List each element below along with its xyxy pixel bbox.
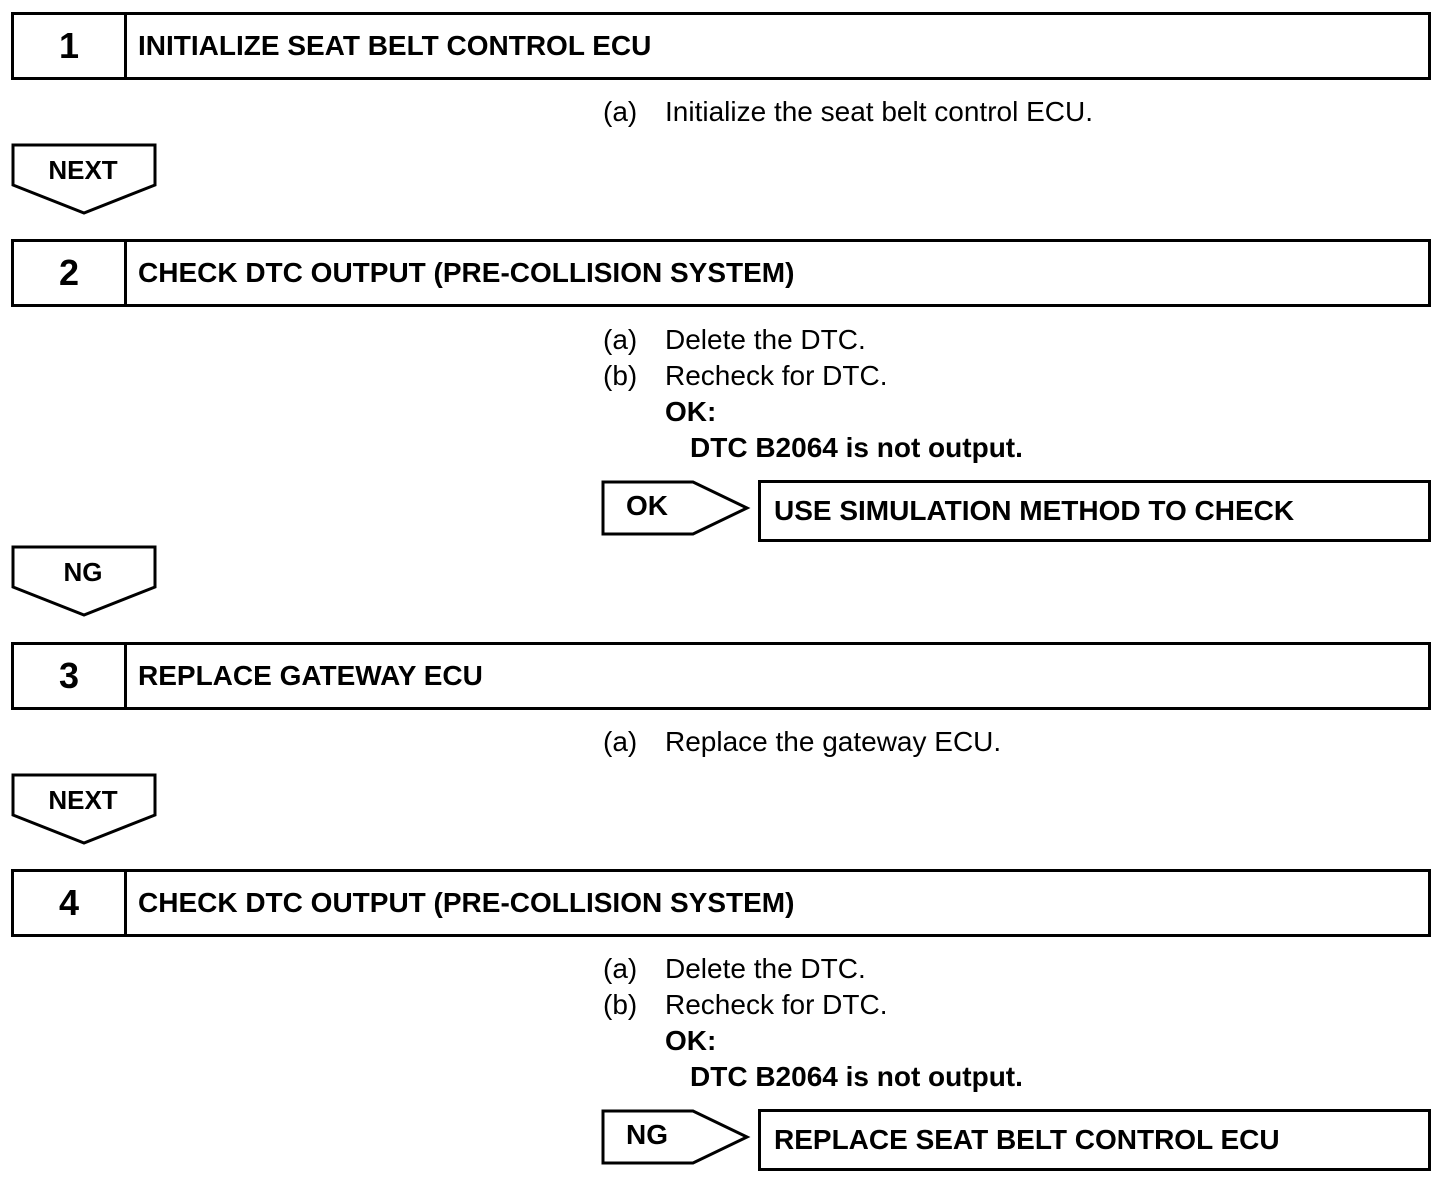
instruction-label: (a)	[603, 96, 638, 127]
instruction-text: Initialize the seat belt control ECU.	[665, 96, 1093, 127]
flow-next-marker-2: NEXT	[11, 773, 158, 847]
flow-label: NEXT	[48, 155, 118, 185]
instruction-text: Delete the DTC.	[665, 324, 866, 355]
step-3-header: 3 REPLACE GATEWAY ECU	[11, 642, 1431, 710]
branch-condition: NG	[626, 1119, 668, 1150]
instruction-line: (a) Delete the DTC.	[603, 322, 866, 358]
step-4-header: 4 CHECK DTC OUTPUT (PRE-COLLISION SYSTEM…	[11, 869, 1431, 937]
step-title: CHECK DTC OUTPUT (PRE-COLLISION SYSTEM)	[138, 257, 795, 288]
step-title: INITIALIZE SEAT BELT CONTROL ECU	[138, 30, 652, 61]
step-1-header: 1 INITIALIZE SEAT BELT CONTROL ECU	[11, 12, 1431, 80]
instruction-text: Replace the gateway ECU.	[665, 726, 1002, 757]
instruction-line: (a) Replace the gateway ECU.	[603, 724, 1001, 760]
pentagon-arrow-icon	[11, 773, 157, 845]
step-number: 1	[14, 15, 127, 77]
step-number: 3	[14, 645, 127, 707]
instruction-line: (a) Initialize the seat belt control ECU.	[603, 94, 1093, 130]
instruction-label: (a)	[603, 726, 638, 757]
flow-ng-marker: NG	[11, 545, 158, 619]
instruction-line: (b) Recheck for DTC.	[603, 987, 888, 1023]
branch-ok-tag: OK	[601, 480, 751, 536]
branch-condition: OK	[626, 490, 668, 521]
instruction-label: (b)	[603, 360, 638, 391]
step-number: 2	[14, 242, 127, 304]
right-arrow-tag-icon	[601, 1109, 751, 1165]
right-arrow-tag-icon	[601, 480, 751, 536]
step-title: REPLACE GATEWAY ECU	[138, 660, 483, 691]
flow-next-marker-1: NEXT	[11, 143, 158, 217]
step-number: 4	[14, 872, 127, 934]
criteria-text: DTC B2064 is not output.	[690, 432, 1023, 463]
instruction-label: (a)	[603, 953, 638, 984]
instruction-label: (a)	[603, 324, 638, 355]
branch-result-box: REPLACE SEAT BELT CONTROL ECU	[758, 1109, 1431, 1171]
instruction-text: Recheck for DTC.	[665, 360, 888, 391]
instruction-text: Recheck for DTC.	[665, 989, 888, 1020]
criteria-text: DTC B2064 is not output.	[690, 1061, 1023, 1092]
step-title: CHECK DTC OUTPUT (PRE-COLLISION SYSTEM)	[138, 887, 795, 918]
flow-label: NEXT	[48, 785, 118, 815]
criteria-heading: OK:	[665, 396, 717, 427]
step-2-header: 2 CHECK DTC OUTPUT (PRE-COLLISION SYSTEM…	[11, 239, 1431, 307]
instruction-line: (a) Delete the DTC.	[603, 951, 866, 987]
instruction-line: (b) Recheck for DTC.	[603, 358, 888, 394]
criteria-heading: OK:	[665, 1025, 717, 1056]
branch-result-box: USE SIMULATION METHOD TO CHECK	[758, 480, 1431, 542]
pentagon-arrow-icon	[11, 545, 157, 617]
flow-label: NG	[63, 557, 103, 587]
instruction-text: Delete the DTC.	[665, 953, 866, 984]
instruction-label: (b)	[603, 989, 638, 1020]
branch-ng-tag: NG	[601, 1109, 751, 1165]
pentagon-arrow-icon	[11, 143, 157, 215]
